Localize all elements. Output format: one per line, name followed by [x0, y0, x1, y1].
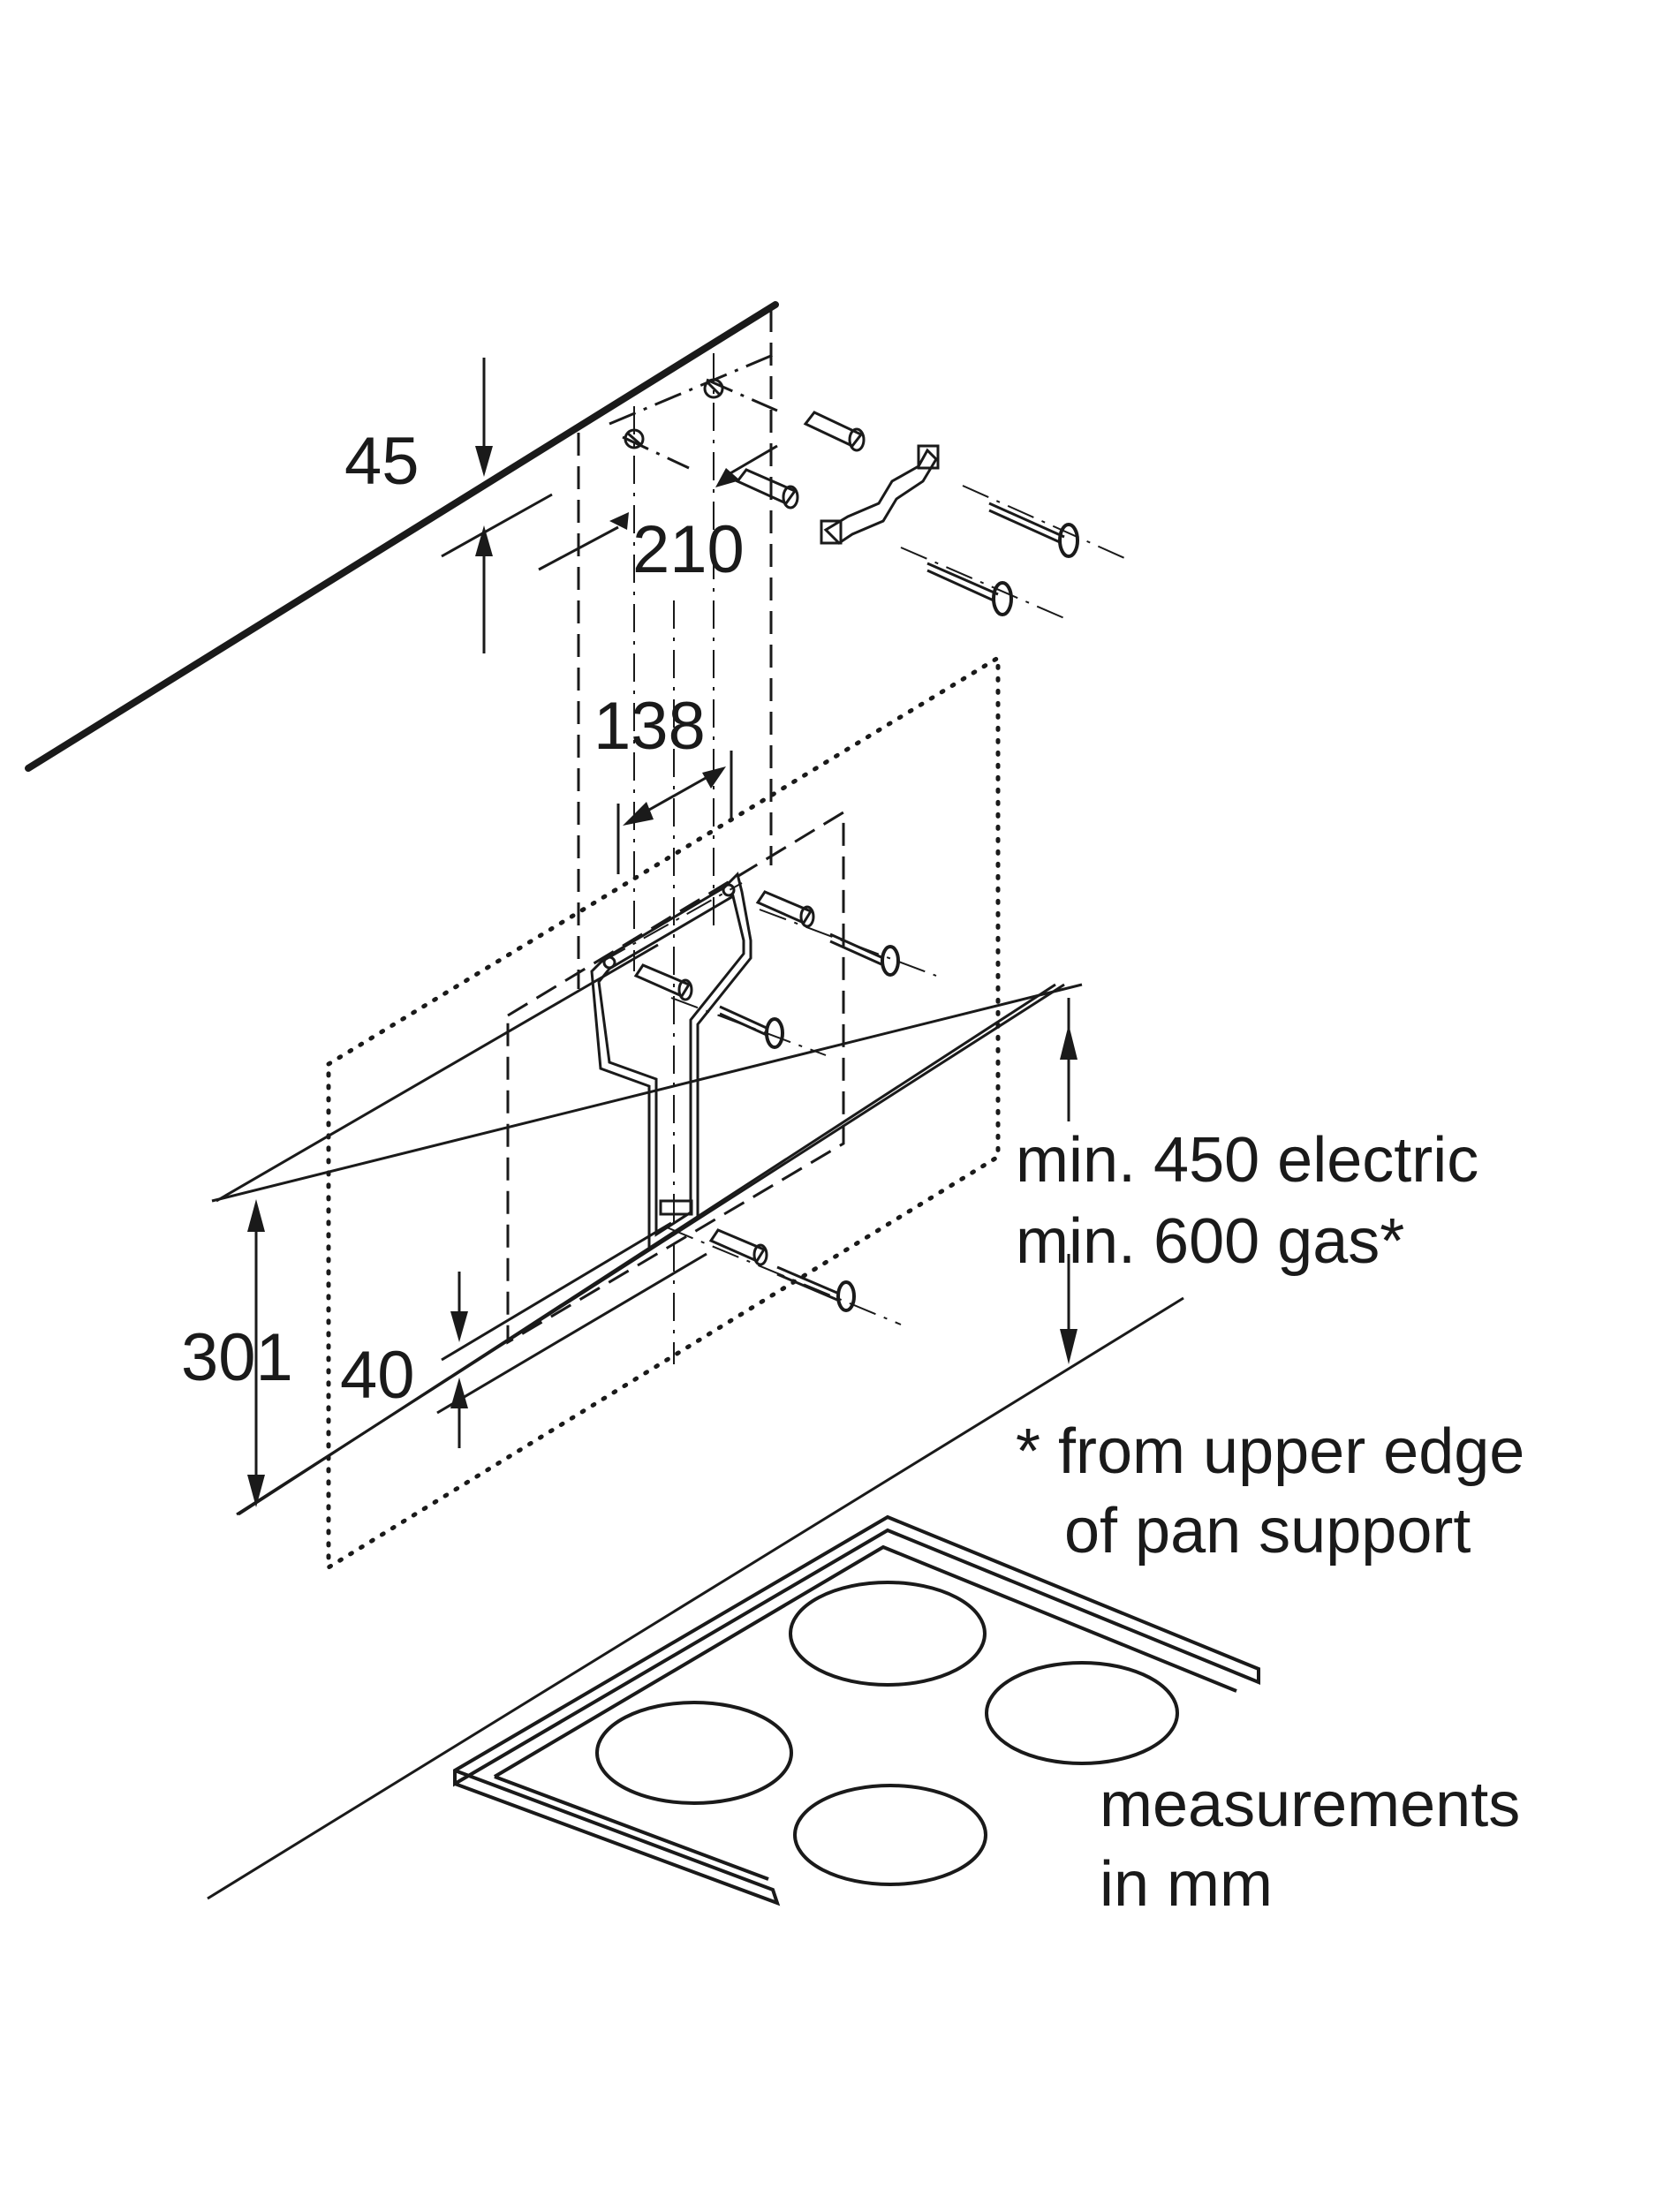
- burner-icon: [793, 1784, 987, 1886]
- dim-301-label: 301: [181, 1320, 293, 1395]
- screw-icon: [988, 502, 1079, 558]
- reference-lines: [211, 943, 1083, 1516]
- dim-210-label: 210: [632, 512, 745, 587]
- clearance-gas-label: min. 600 gas*: [1016, 1206, 1404, 1277]
- upper-mounting-holes: [609, 351, 778, 470]
- clearance-electric-label: min. 450 electric: [1016, 1125, 1478, 1196]
- mounting-panel: [506, 810, 845, 1345]
- bracket-icon: [820, 444, 940, 545]
- burner-icon: [985, 1661, 1179, 1765]
- dim-40-label: 40: [340, 1338, 415, 1413]
- footnote-line2: of pan support: [1064, 1496, 1471, 1567]
- hob-reference-line: [207, 1296, 1184, 1900]
- ceiling-edge: [25, 301, 779, 772]
- upper-fixings: [735, 411, 1131, 619]
- hood-outline: [326, 653, 1001, 1572]
- dimension-210: 210: [538, 444, 778, 587]
- dim-45-label: 45: [344, 424, 420, 499]
- dim-138-label: 138: [594, 689, 706, 764]
- lower-fixings: [600, 882, 937, 1325]
- wall-plug-icon: [803, 411, 866, 452]
- wall-plug-icon: [708, 1228, 768, 1266]
- burner-icon: [789, 1581, 987, 1687]
- wall-plug-icon: [735, 468, 799, 510]
- dimension-clearance: min. 450 electric min. 600 gas*: [1016, 998, 1478, 1364]
- screw-icon: [776, 1265, 856, 1312]
- units-line1: measurements: [1100, 1770, 1520, 1840]
- burner-icon: [595, 1701, 793, 1805]
- dimension-40: 40: [340, 1272, 468, 1448]
- units-line2: in mm: [1100, 1849, 1273, 1920]
- wall-plug-icon: [633, 963, 693, 1001]
- footnote-line1: * from upper edge: [1016, 1416, 1524, 1487]
- screw-icon: [829, 932, 900, 977]
- dimension-301: 301: [181, 1199, 293, 1507]
- dimension-45: 45: [344, 358, 553, 653]
- screw-icon: [719, 1005, 784, 1049]
- wall-plug-icon: [755, 890, 815, 928]
- hob-icon: [453, 1514, 1260, 1906]
- dimension-138: 138: [594, 689, 733, 874]
- wall-bracket: [590, 872, 752, 1252]
- screw-icon: [926, 562, 1013, 616]
